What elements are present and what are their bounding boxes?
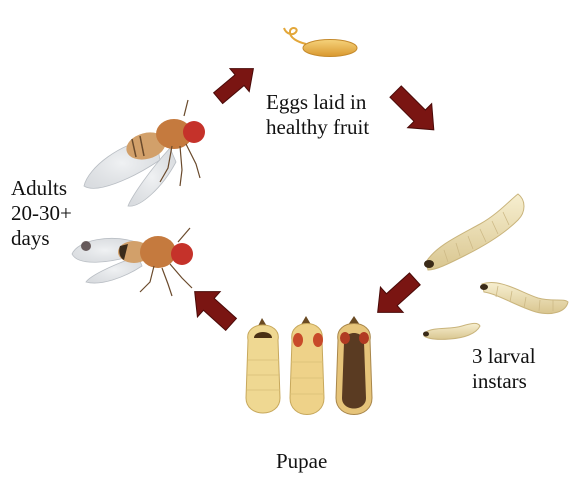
eggs-label-line-1: Eggs laid in <box>266 90 367 114</box>
adults-label-line-1: Adults <box>11 176 68 200</box>
arrow-to-pupae <box>377 272 421 313</box>
eggs-label: Eggs laid in healthy fruit <box>266 90 369 140</box>
pupa-middle-image <box>289 316 325 415</box>
larva-medium-image <box>480 282 569 315</box>
larva-small-image <box>423 322 481 340</box>
egg-image <box>283 27 358 57</box>
arrow-to-egg <box>212 68 254 105</box>
pupae-label: Pupae <box>276 449 327 474</box>
arrow-to-larvae <box>389 85 435 131</box>
pupa-late-image <box>335 316 373 415</box>
adult-fly-bottom-image <box>71 227 193 297</box>
pupae-label-line-1: Pupae <box>276 449 328 473</box>
pupa-early-image <box>245 318 281 414</box>
larva-large-image <box>424 193 525 271</box>
adults-label-line-3: days <box>11 226 50 250</box>
larval-label-line-2: instars <box>472 369 527 393</box>
larval-label: 3 larval instars <box>472 344 536 394</box>
arrow-to-adults <box>194 291 238 332</box>
adults-label-line-2: 20-30+ <box>11 201 72 225</box>
larval-label-line-1: 3 larval <box>472 344 536 368</box>
eggs-label-line-2: healthy fruit <box>266 115 370 139</box>
adults-label: Adults 20-30+ days <box>11 176 72 251</box>
adult-fly-top-image <box>83 99 205 207</box>
